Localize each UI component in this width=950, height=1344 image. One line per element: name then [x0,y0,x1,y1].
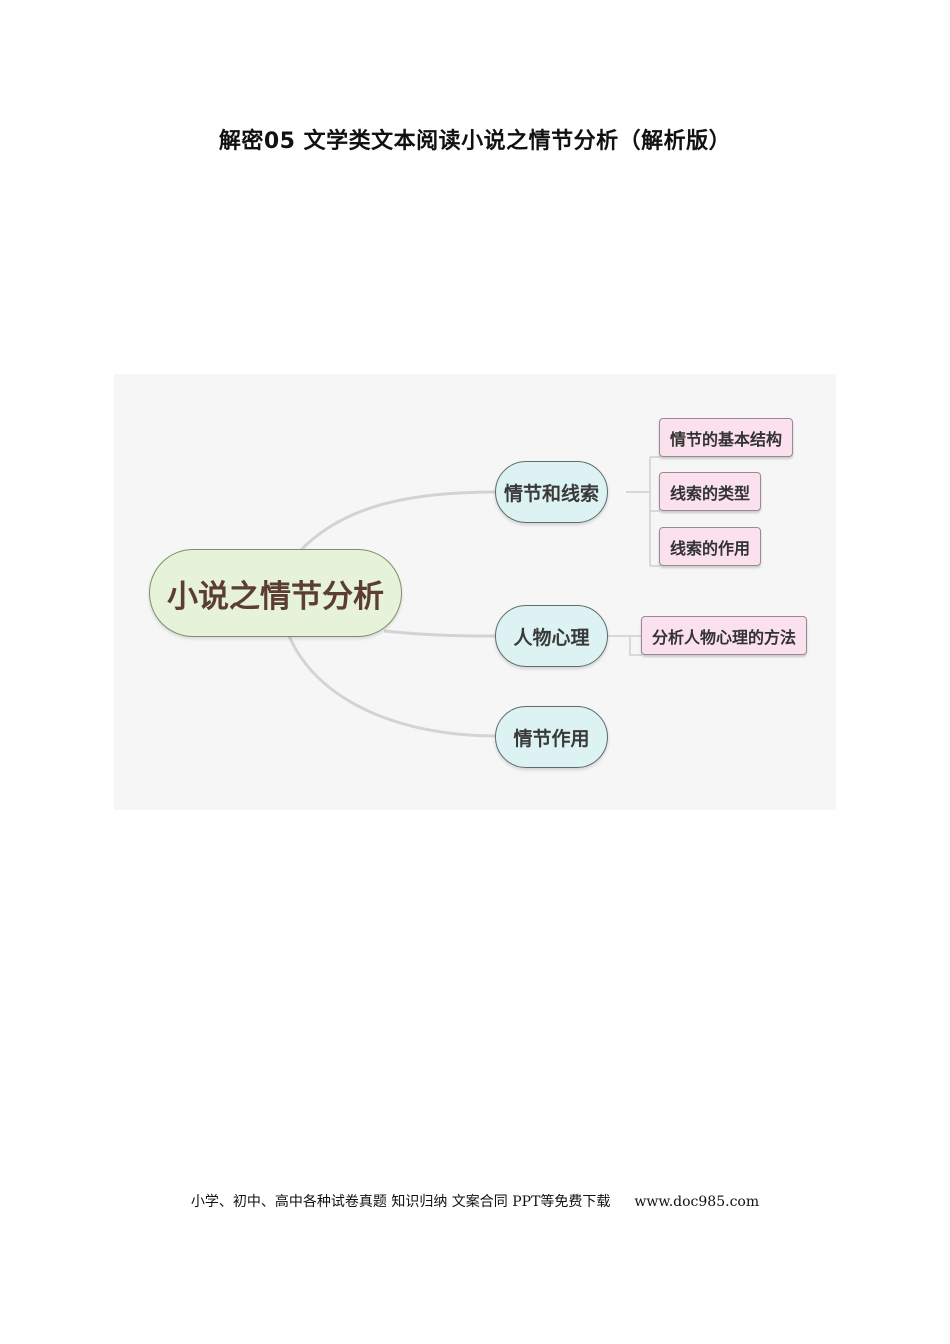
branch-node-character-psychology: 人物心理 [495,605,608,667]
leaf-node-clue-types: 线索的类型 [659,472,762,511]
page-footer: 小学、初中、高中各种试卷真题 知识归纳 文案合同 PPT等免费下载 www.doc… [0,1191,950,1211]
leaf-node-clue-function: 线索的作用 [659,527,762,566]
root-node: 小说之情节分析 [149,549,402,637]
footer-url: www.doc985.com [634,1194,760,1210]
leaf-node-plot-structure: 情节的基本结构 [659,418,794,457]
document-title: 解密05 文学类文本阅读小说之情节分析（解析版） [218,129,732,154]
connector-lines [287,456,660,738]
mind-map: 小说之情节分析 情节和线索 人物心理 情节作用 情节的基本结构 线索的类型 线索… [114,374,836,810]
connector-root-branch-3 [287,635,497,738]
connector-branch-1-leaves [626,456,660,567]
connector-branch-2-leaf [607,635,642,656]
branch-node-plot-clues: 情节和线索 [495,461,608,523]
footer-text: 小学、初中、高中各种试卷真题 知识归纳 文案合同 PPT等免费下载 [190,1194,611,1210]
branch-node-plot-function: 情节作用 [495,706,608,768]
connector-root-branch-1 [297,490,497,554]
leaf-node-psychology-methods: 分析人物心理的方法 [641,616,808,655]
connector-root-branch-2 [383,629,497,638]
